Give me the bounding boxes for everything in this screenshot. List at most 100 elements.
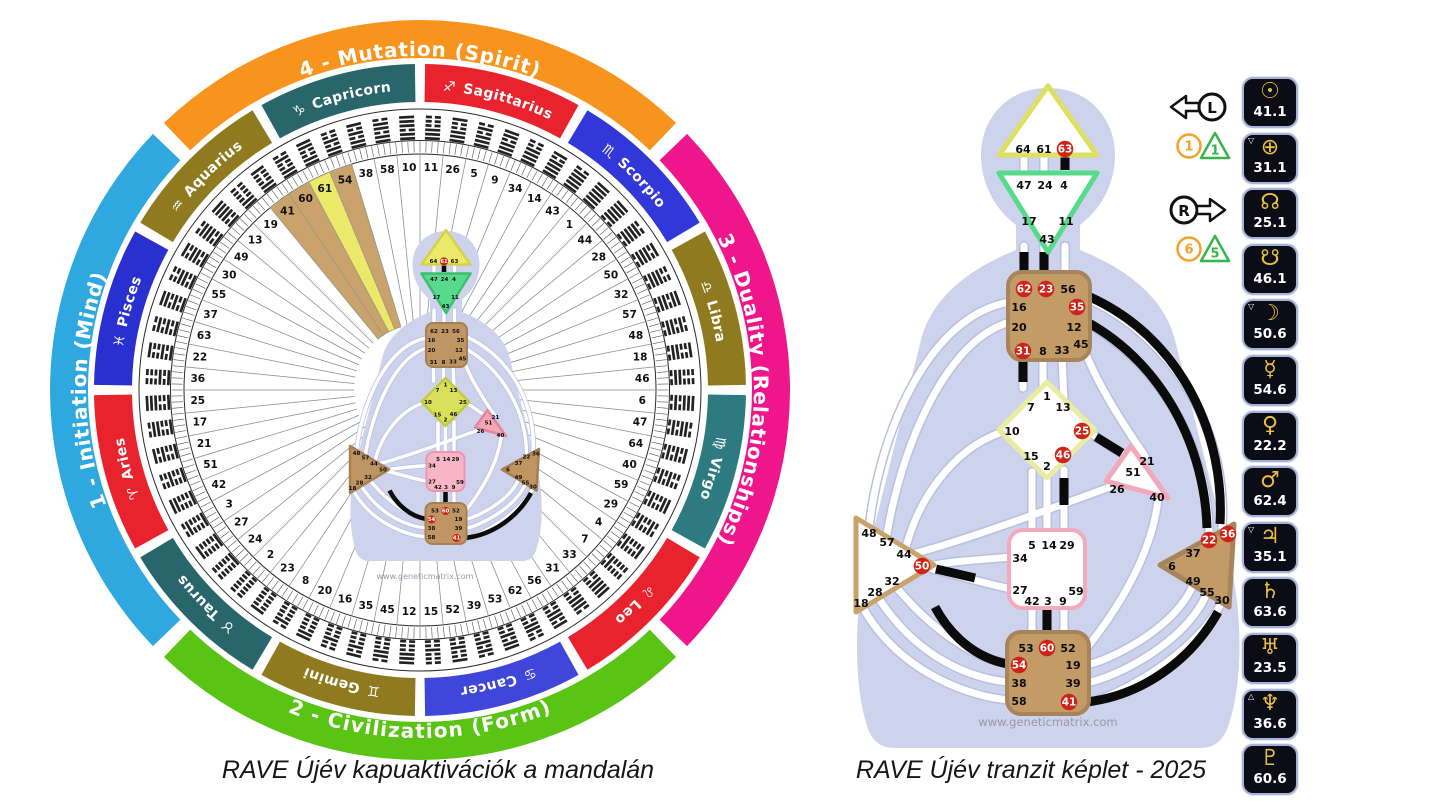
hexagram-icon-gate-1	[582, 181, 610, 210]
tick	[231, 227, 241, 236]
gate-number: 12	[1066, 321, 1081, 334]
wheel-gate-number: 46	[635, 373, 650, 385]
wheel-gate-number: 26	[445, 164, 460, 176]
planet-transit-column: ☉41.1▽⊕31.1☊25.1☋46.1▽☽50.6☿54.6♀22.2♂62…	[1242, 77, 1298, 800]
jupiter-icon: ♃	[1260, 523, 1280, 549]
tick	[466, 622, 469, 634]
wheel-gate-number: 15	[424, 606, 439, 618]
tick	[431, 141, 433, 153]
profile-circle-value: 6	[1184, 243, 1193, 258]
tick	[353, 618, 357, 630]
wheel-gate-number: 11	[424, 162, 439, 174]
tick	[654, 424, 666, 427]
wheel-gate-number: 39	[467, 600, 482, 612]
wheel-gate-number: 52	[445, 604, 460, 616]
zodiac-arc-scorpio	[567, 110, 700, 243]
detriment-marker-icon: ▽	[1248, 302, 1255, 312]
wheel-gate-number: 24	[248, 533, 263, 545]
planet-tile-south-node: ☋46.1	[1242, 243, 1298, 295]
gate-spoke	[450, 181, 532, 332]
tick	[227, 232, 237, 240]
activated-channel	[464, 491, 533, 541]
hexagram-icon-gate-2	[230, 570, 258, 599]
gate-number: 7	[436, 388, 440, 394]
tick	[297, 596, 304, 607]
hexagram-icon-gate-52	[449, 636, 468, 663]
tick	[330, 611, 335, 622]
channel-track	[351, 488, 429, 539]
tick	[583, 561, 592, 571]
tick	[175, 347, 187, 350]
wheel-gate-number: 23	[280, 563, 295, 575]
tick	[383, 144, 386, 156]
tick	[570, 197, 578, 207]
gate-number: 44	[370, 461, 378, 467]
tick	[595, 549, 605, 558]
tick	[541, 176, 549, 187]
tick	[614, 246, 624, 254]
gate-activation-circle	[1056, 140, 1074, 158]
tick	[365, 147, 369, 159]
tick	[437, 142, 439, 154]
tick	[647, 458, 658, 463]
tick	[546, 179, 554, 190]
tick	[401, 626, 403, 638]
hexagram-icon-gate-14	[542, 150, 568, 180]
tick	[626, 506, 637, 513]
gate-number-activated: 54	[1012, 660, 1027, 672]
gate-activation-circle	[1073, 422, 1091, 440]
gate-number: 8	[442, 360, 446, 366]
hexagram-icon-gate-50	[630, 242, 660, 268]
tick	[223, 535, 233, 544]
design-l-letter: L	[1207, 99, 1217, 117]
moon-icon: ☽	[1260, 301, 1280, 327]
gate-number-activated: 23	[1039, 284, 1054, 296]
zodiac-arc-virgo	[671, 394, 746, 549]
quadrant-arc-2	[659, 133, 791, 647]
gate-number: 6	[506, 467, 510, 473]
wheel-gate-number: 21	[197, 438, 212, 450]
hexagram-icon-gate-29	[630, 512, 660, 538]
tick	[471, 621, 475, 633]
tick	[347, 617, 352, 628]
channel-track	[465, 481, 528, 530]
tick	[454, 144, 457, 156]
tick	[177, 335, 189, 339]
channel-track	[1079, 342, 1149, 460]
tick	[634, 491, 645, 497]
gate-number: 47	[430, 277, 438, 283]
gate-number: 30	[529, 484, 537, 490]
gate-number: 10	[1004, 425, 1020, 438]
zodiac-arc-leo	[567, 537, 700, 670]
gate-number: 37	[1185, 547, 1200, 560]
wheel-gate-number: 50	[604, 270, 619, 282]
tick	[483, 618, 487, 630]
tick	[551, 183, 559, 193]
tick	[173, 359, 185, 362]
hexagram-icon-gate-21	[151, 443, 180, 464]
tick	[648, 453, 660, 457]
gate-number: 11	[451, 295, 459, 301]
tick	[330, 158, 335, 169]
gate-line-value: 41.1	[1253, 104, 1287, 120]
channel-track	[374, 428, 479, 467]
tick	[252, 565, 261, 575]
hexagram-icon-gate-35	[346, 630, 367, 659]
gate-spoke	[466, 222, 588, 344]
channel-track	[354, 336, 429, 453]
hexagram-icon-gate-46	[669, 369, 695, 386]
gate-spoke	[223, 258, 366, 354]
gate-number: 29	[452, 457, 460, 463]
hexagram-icon-gate-57	[653, 290, 681, 313]
hexagram-icon-gate-43	[563, 165, 590, 194]
tick	[617, 251, 627, 259]
gate-spoke	[252, 222, 374, 344]
tick	[359, 620, 363, 632]
tick	[471, 147, 475, 159]
gate-spoke	[194, 321, 357, 372]
highlight-wedge-gate-54	[329, 163, 402, 330]
gate-number: 49	[1185, 575, 1200, 588]
